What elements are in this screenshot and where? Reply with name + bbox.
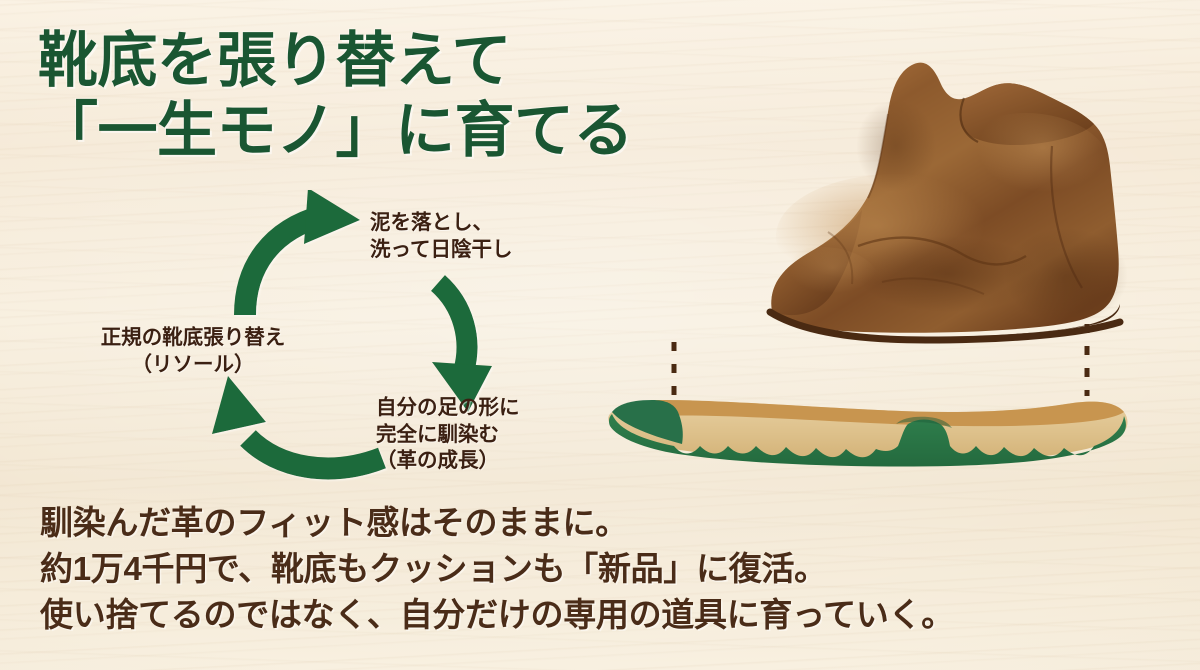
sole-top-edge xyxy=(612,400,1124,427)
cycle-step-fit-line-2: 完全に馴染む xyxy=(376,422,499,446)
cycle-step-resole-label: 正規の靴底張り替え （リソール） xyxy=(68,325,318,378)
care-cycle-diagram: 泥を落とし、 洗って日陰干し 自分の足の形に 完全に馴染む （革の成長） 正規の… xyxy=(40,190,600,500)
copy-line-1: 馴染んだ革のフィット感はそのままに。 xyxy=(40,504,628,541)
arrow-fit-to-resole xyxy=(212,376,386,480)
boot-highlight-2 xyxy=(940,113,1112,229)
copy-line-3: 使い捨てるのではなく、自分だけの専用の道具に育っていく。 xyxy=(40,596,954,634)
boot-collar-seam xyxy=(959,97,979,143)
boot-shaft-seam xyxy=(867,113,889,199)
boot-upper xyxy=(763,62,1128,344)
boot-heel-seam xyxy=(1050,145,1083,289)
cycle-step-resole-line-1: 正規の靴底張り替え xyxy=(100,326,286,349)
boot-outsole-edge xyxy=(766,308,1124,344)
boot-crease-line-3 xyxy=(827,231,854,285)
replacement-sole xyxy=(608,400,1128,467)
sole-heel-block xyxy=(612,400,683,444)
arrow-resole-to-wash xyxy=(234,190,360,316)
boot-crease-line-2 xyxy=(881,277,985,295)
cycle-step-resole-line-2: （リソール） xyxy=(131,352,255,376)
cycle-step-fit-label: 自分の足の形に 完全に馴染む （革の成長） xyxy=(376,395,520,475)
boot-shadow-1 xyxy=(856,236,1040,312)
arrow-wash-to-fit xyxy=(430,275,492,412)
boot-highlight-toe xyxy=(763,247,879,315)
cycle-arrows-group xyxy=(212,190,492,480)
bottom-copy-block: 馴染んだ革のフィット感はそのままに。 約1万4千円で、靴底もクッションも「新品」… xyxy=(40,500,1180,639)
boot-shadow-2 xyxy=(1004,228,1128,324)
title-line-2: 「一生モノ」に育てる xyxy=(38,96,634,164)
copy-line-2: 約1万4千円で、靴底もクッションも「新品」に復活。 xyxy=(40,550,827,588)
title-line-1: 靴底を張り替えて xyxy=(38,27,512,94)
boot-illustration xyxy=(608,62,1128,467)
cycle-step-fit-line-1: 自分の足の形に xyxy=(376,396,520,419)
sole-arch-step xyxy=(896,416,952,428)
boot-crease-line-1 xyxy=(857,236,1027,266)
sole-outsole-lugs xyxy=(608,414,1126,467)
cycle-step-fit-line-3: （革の成長） xyxy=(376,449,499,473)
cycle-step-wash-line-1: 泥を落とし、 xyxy=(370,211,493,234)
page-title: 靴底を張り替えて 「一生モノ」に育てる xyxy=(38,26,678,165)
cycle-step-wash-label: 泥を落とし、 洗って日陰干し xyxy=(370,210,512,263)
boot-shadow-3 xyxy=(856,100,936,192)
cycle-step-wash-line-2: 洗って日陰干し xyxy=(370,237,513,261)
